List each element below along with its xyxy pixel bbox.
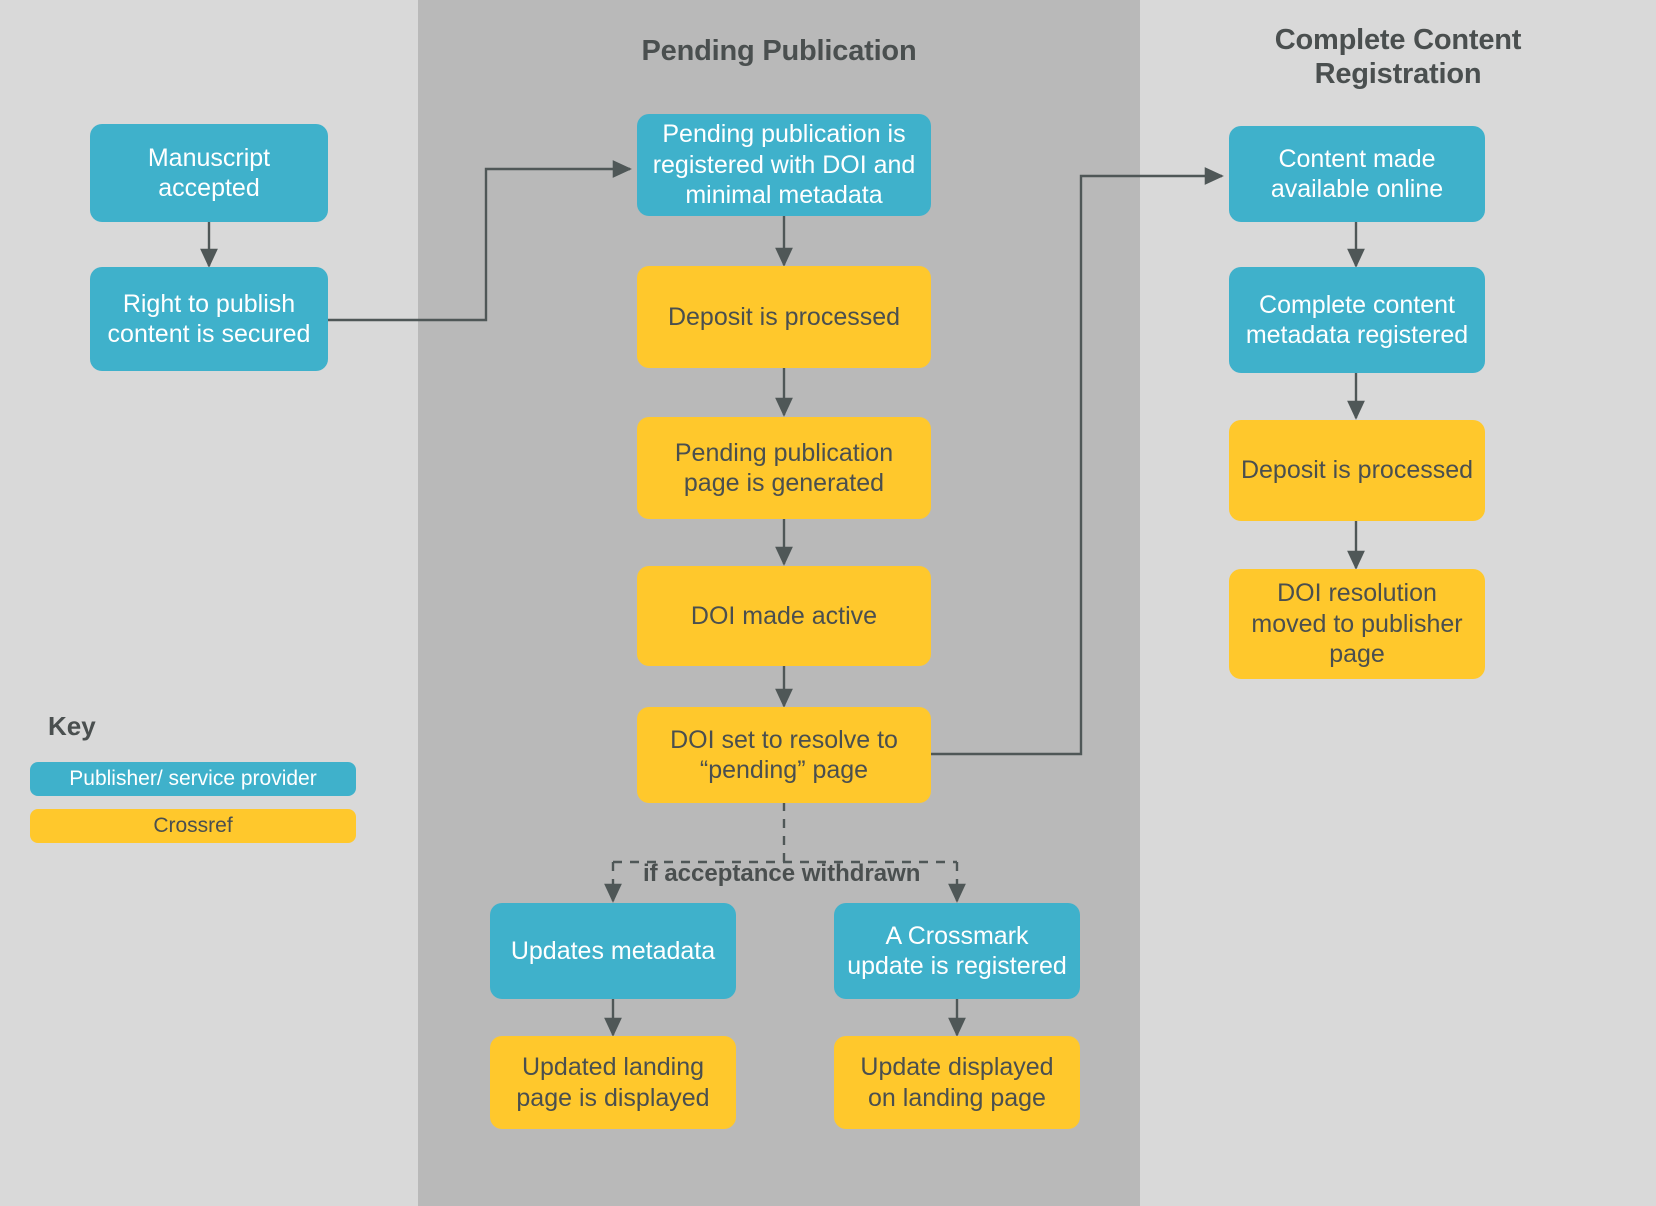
- node-complete-content-metadata-registered[interactable]: Complete content metadata registered: [1229, 267, 1485, 373]
- node-a-crossmark-update-registered[interactable]: A Crossmark update is registered: [834, 903, 1080, 999]
- key-item-crossref: Crossref: [30, 809, 356, 843]
- node-content-made-available-online[interactable]: Content made available online: [1229, 126, 1485, 222]
- node-doi-made-active[interactable]: DOI made active: [637, 566, 931, 666]
- node-update-displayed-on-landing-page[interactable]: Update displayed on landing page: [834, 1036, 1080, 1129]
- node-updates-metadata[interactable]: Updates metadata: [490, 903, 736, 999]
- node-doi-resolution-moved-to-publisher-page[interactable]: DOI resolution moved to publisher page: [1229, 569, 1485, 679]
- node-doi-set-to-resolve-pending-page[interactable]: DOI set to resolve to “pending” page: [637, 707, 931, 803]
- node-deposit-is-processed-middle[interactable]: Deposit is processed: [637, 266, 931, 368]
- node-updated-landing-page-displayed[interactable]: Updated landing page is displayed: [490, 1036, 736, 1129]
- node-manuscript-accepted[interactable]: Manuscript accepted: [90, 124, 328, 222]
- node-deposit-is-processed-right[interactable]: Deposit is processed: [1229, 420, 1485, 521]
- key-item-publisher-service-provider: Publisher/ service provider: [30, 762, 356, 796]
- column-title-line-1: Complete Content: [1274, 24, 1522, 56]
- node-right-to-publish-content-secured[interactable]: Right to publish content is secured: [90, 267, 328, 371]
- node-pending-publication-page-generated[interactable]: Pending publication page is generated: [637, 417, 931, 519]
- key-title: Key: [48, 711, 96, 741]
- condition-label-if-acceptance-withdrawn: if acceptance withdrawn: [643, 860, 921, 887]
- column-title-pending-publication: Pending Publication: [641, 35, 917, 67]
- column-title-complete-content-registration: Complete Content Registration: [1140, 23, 1656, 91]
- node-pending-publication-registered[interactable]: Pending publication is registered with D…: [637, 114, 931, 216]
- column-title-line-2: Registration: [1314, 58, 1482, 91]
